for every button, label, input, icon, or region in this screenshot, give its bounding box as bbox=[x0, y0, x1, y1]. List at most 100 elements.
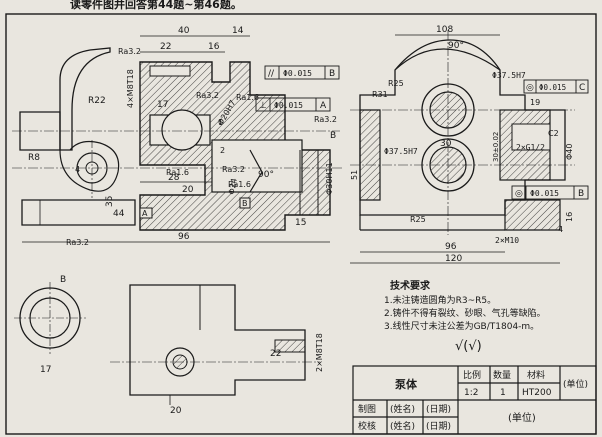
angle-90-side: 90° bbox=[448, 41, 464, 51]
view-b: B 17 bbox=[14, 275, 86, 375]
dim-40: 40 bbox=[178, 26, 190, 36]
radius-r25-bot: R25 bbox=[410, 215, 426, 224]
dim-19: 19 bbox=[530, 98, 540, 107]
left-circle-arc bbox=[59, 140, 120, 192]
requirement-1: 1.未注铸造圆角为R3~R5。 bbox=[384, 294, 496, 306]
dim-22-bottom: 22 bbox=[270, 349, 281, 359]
bore-phi24: Φ24 bbox=[227, 178, 239, 196]
gdt-pos1-ref: C bbox=[579, 83, 585, 93]
side-boss-bore bbox=[511, 123, 551, 151]
dim-4: 4 bbox=[75, 165, 80, 174]
thread-4xm8: 4×M8T18 bbox=[126, 69, 135, 108]
dim-16-side: 16 bbox=[565, 212, 574, 222]
label-2: 2 bbox=[220, 146, 225, 155]
ra-mid-2: Ra1.6 bbox=[236, 93, 259, 102]
value-qty: 1 bbox=[500, 388, 506, 398]
tech-requirements: 技术要求 1.未注铸造圆角为R3~R5。 2.铸件不得有裂纹、砂眼、气孔等缺陷。… bbox=[384, 279, 546, 354]
dim-17: 17 bbox=[157, 100, 168, 110]
dim-35: 35 bbox=[105, 196, 115, 207]
row-draw-role: 制图 bbox=[358, 403, 376, 415]
dim-96: 96 bbox=[178, 232, 190, 242]
part-name: 泵体 bbox=[395, 377, 418, 391]
dim-16: 16 bbox=[208, 42, 220, 52]
bore-phi37-top: Φ37.5H7 bbox=[492, 71, 526, 80]
title-block: 泵体 比例 数量 材料 1:2 1 HT200 (单位) 制图 (姓名) (日期… bbox=[352, 365, 597, 435]
thread-m10: 2×M10 bbox=[495, 236, 519, 245]
gdt-pos2-ref: B bbox=[578, 189, 584, 199]
dim-30-tol: 30±0.02 bbox=[492, 132, 500, 162]
thread-2xm8: 2×M8T18 bbox=[315, 333, 324, 372]
unit-bottom: (单位) bbox=[508, 411, 536, 424]
label-a: A bbox=[142, 209, 148, 218]
dim-96-side: 96 bbox=[445, 242, 457, 252]
dim-108: 108 bbox=[436, 25, 453, 35]
bore-phi30: Φ30H11 bbox=[325, 162, 334, 195]
ra-inner-2: Ra3.2 bbox=[222, 165, 245, 174]
angle-90: 90° bbox=[258, 170, 274, 180]
section-label-b: B bbox=[330, 131, 336, 141]
requirements-title: 技术要求 bbox=[390, 279, 431, 292]
dim-22: 22 bbox=[160, 42, 171, 52]
bottom-view: 22 20 2×M8T18 bbox=[110, 284, 324, 416]
dim-28: 28 bbox=[168, 173, 180, 183]
thread-g: 2×G1/2 bbox=[516, 143, 545, 152]
unit-right: (单位) bbox=[563, 378, 588, 390]
side-left-section bbox=[359, 109, 381, 201]
dim-44: 44 bbox=[113, 209, 125, 219]
header-scale: 比例 bbox=[463, 369, 481, 381]
ra-mid-1: Ra3.2 bbox=[196, 91, 219, 100]
bottom-view-outline bbox=[129, 284, 306, 396]
row-check-role: 校核 bbox=[358, 420, 376, 432]
bore-phi37-bot: Φ37.5H7 bbox=[384, 147, 418, 156]
gdt-perp-sym: ⊥ bbox=[259, 101, 267, 111]
gdt-parallel-sym: // bbox=[268, 69, 275, 79]
value-scale: 1:2 bbox=[464, 388, 478, 398]
left-flange-outline bbox=[59, 47, 111, 151]
gdt-pos2-val: Φ0.015 bbox=[530, 189, 559, 198]
value-material: HT200 bbox=[522, 388, 552, 398]
row-draw-date: (日期) bbox=[426, 404, 451, 415]
gdt-parallel-ref: B bbox=[329, 69, 335, 79]
chamfer-c2: C2 bbox=[548, 129, 559, 138]
bottom-view-thread-section bbox=[274, 339, 306, 353]
dim-phi40: Φ40 bbox=[565, 144, 574, 160]
requirement-3: 3.线性尺寸未注公差为GB/T1804-m。 bbox=[384, 320, 539, 332]
side-body-outline bbox=[359, 39, 566, 216]
label-a-box bbox=[139, 207, 153, 219]
gdt-perp-val: Φ0.015 bbox=[274, 101, 303, 110]
roughness-symbol: √(√) bbox=[455, 339, 482, 354]
radius-r22: R22 bbox=[88, 96, 106, 106]
requirement-2: 2.铸件不得有裂纹、砂眼、气孔等缺陷。 bbox=[384, 307, 546, 319]
ra-bottom: Ra3.2 bbox=[66, 238, 89, 247]
side-top-arc bbox=[394, 48, 501, 71]
base-plate-outline bbox=[21, 199, 136, 226]
gdt-pos1-sym: ◎ bbox=[526, 83, 534, 93]
ra-inner-3: Ra1.6 bbox=[228, 180, 251, 189]
side-view: 108 90° R25 R31 Φ37.5H7 Φ37.5H7 30 30±0.… bbox=[350, 25, 589, 264]
dim-20: 20 bbox=[182, 185, 194, 195]
main-view: A B 40 14 22 16 17 28 20 15 44 35 96 4×M… bbox=[12, 26, 342, 247]
dim-51: 51 bbox=[350, 170, 359, 180]
header-qty: 数量 bbox=[493, 369, 511, 381]
gdt-perp-ref: A bbox=[320, 101, 327, 111]
dim-20-bottom: 20 bbox=[170, 406, 182, 416]
dim-15: 15 bbox=[295, 218, 306, 228]
ra-right: Ra3.2 bbox=[314, 115, 337, 124]
row-draw-name: (姓名) bbox=[390, 403, 415, 415]
sheet-border bbox=[5, 13, 597, 435]
bore-void-right bbox=[211, 139, 303, 193]
thread-void bbox=[149, 65, 191, 77]
dim-120: 120 bbox=[445, 254, 462, 264]
gdt-parallel-val: Φ0.015 bbox=[283, 69, 312, 78]
dim-17-b: 17 bbox=[40, 365, 51, 375]
side-foot-section bbox=[504, 199, 561, 231]
row-check-name: (姓名) bbox=[390, 420, 415, 432]
dim-30: 30 bbox=[440, 139, 452, 149]
label-b-box bbox=[239, 197, 251, 209]
radius-r25-top: R25 bbox=[388, 79, 404, 88]
gdt-parallel: // Φ0.015 B bbox=[264, 65, 340, 80]
bore-circle bbox=[161, 109, 203, 151]
question-text: 读零件图并回答第44题~第46题。 bbox=[70, 0, 242, 11]
